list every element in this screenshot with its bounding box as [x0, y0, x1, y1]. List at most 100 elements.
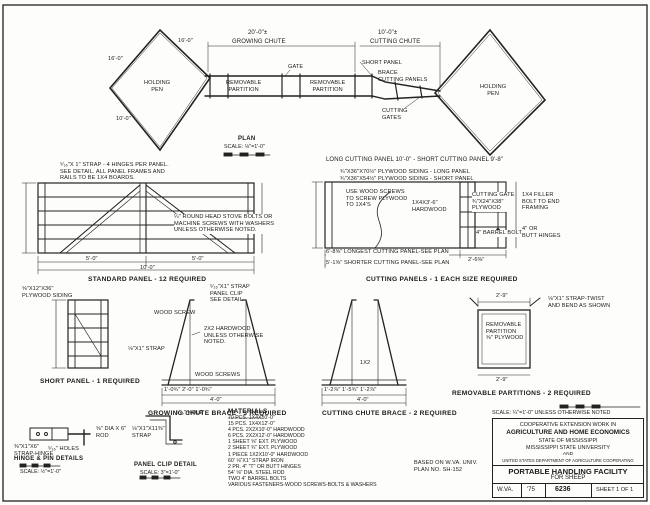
plan-label-removable-1: REMOVABLE PARTITION [226, 80, 262, 93]
scale-note: SCALE: ¼"=1'-0" UNLESS OTHERWISE NOTED [492, 410, 611, 416]
hinge-detail-view [19, 427, 91, 468]
cutting-brace-view [321, 299, 407, 407]
materials-items: 70 PCS. 1X4X10'-0"15 PCS. 1X4X12'-0"4 PC… [228, 415, 404, 488]
clip-note-hole: ⁵⁄₁₆" HOLE [176, 410, 204, 416]
removable-partition-view [469, 297, 541, 376]
materials-item: 60' ⅛"X1" STRAP IRON [228, 457, 284, 464]
short-note: ⅝"X12"X36" PLYWOOD SIDING [22, 286, 73, 299]
hinge-scale: SCALE: ½"=1'-0" [20, 469, 61, 475]
clip-note-strap: ⅛"X1"X11⅜" STRAP [132, 426, 165, 439]
standard-panel-view [21, 182, 263, 275]
rem-label: REMOVABLE PARTITION ⅝" PLYWOOD [486, 322, 524, 341]
clip-detail-view [139, 415, 183, 480]
cut-note-screws: USE WOOD SCREWS TO SCREW PLYWOOD TO 1X4'… [346, 189, 408, 208]
materials-item: TWO 4" BARREL BOLTS [228, 475, 287, 482]
cut-note-filler: 1X4 FILLER BOLT TO END FRAMING [522, 192, 560, 211]
clip-caption: PANEL CLIP DETAIL [134, 462, 197, 468]
materials-title: MATERIALS [228, 408, 268, 415]
materials-item: 2 PR. 4" "T" OR BUTT HINGES [228, 463, 301, 470]
cut-note-hardwood: 1X4X3'-6" HARDWOOD [412, 200, 447, 213]
grow-dim-total: 4'-0" [210, 397, 222, 403]
right-holding-pen [433, 28, 547, 157]
grow-caption: GROWING CHUTE BRACE - 3 REQUIRED [148, 410, 287, 417]
tb-line2: AGRICULTURE AND HOME ECONOMICS [506, 429, 630, 436]
plan-holding-pen-left: HOLDING PEN [144, 80, 171, 93]
cut-dim-long: 6'-8⅝" LONGEST CUTTING PANEL-SEE PLAN [326, 249, 449, 256]
rem-caption: REMOVABLE PARTITIONS - 2 REQUIRED [452, 390, 591, 397]
plan-label-cutting-gates: CUTTING GATES [382, 108, 408, 121]
grow-dims: 1'-0¾" 2'-0" 1'-0¾" [164, 387, 212, 393]
plan-title-growing: GROWING CHUTE [232, 39, 286, 45]
clip-scale: SCALE: 3"=1'-0" [140, 470, 180, 476]
tb-line5: AND [562, 452, 574, 457]
hinge-note-holes: ⁵⁄₁₆" HOLES [48, 446, 79, 452]
rem-dim-bottom: 2'-9" [496, 377, 508, 383]
tb-bottom-row: W.VA. '75 6236 SHEET 1 OF 1 [493, 483, 643, 498]
growing-brace-view [161, 299, 276, 407]
short-caption: SHORT PANEL - 1 REQUIRED [40, 378, 141, 385]
std-dim-total: 10'-0" [140, 265, 155, 271]
tb-line6: UNITED STATES DEPARTMENT OF AGRICULTURE … [502, 458, 634, 463]
materials-item: 54' ⅝" DIA. STEEL ROD [228, 469, 285, 476]
materials-item: 1 SHEET ⅝" EXT. PLYWOOD [228, 439, 298, 446]
cut-note-barrel: 4" BARREL BOLT [476, 230, 522, 237]
tb-line3: STATE OF MISSISSIPPI [538, 438, 598, 444]
tb-line4: MISSISSIPPI STATE UNIVERSITY [526, 445, 610, 451]
plan-dim-pen-lower: 10'-0" [116, 116, 131, 122]
cut-caption: CUTTING PANELS - 1 EACH SIZE REQUIRED [366, 276, 518, 283]
tb-sheet: SHEET 1 OF 1 [596, 487, 634, 493]
materials-item: 4 PCS. 2X2X10'-0" HARDWOOD [228, 427, 305, 434]
std-caption: STANDARD PANEL - 12 REQUIRED [88, 276, 207, 283]
materials-item: 70 PCS. 1X4X10'-0" [228, 415, 275, 421]
plan-label-short-panel: SHORT PANEL [362, 60, 402, 66]
plan-view [108, 28, 547, 157]
short-panel-view [51, 299, 109, 369]
sheet-border [2, 4, 648, 502]
std-dim-left: 5'-0" [86, 256, 98, 262]
std-note-bolts: ¼" ROUND HEAD STOVE BOLTS OR MACHINE SCR… [174, 214, 275, 234]
cut-note-plywood: ¾"X36"X70½" PLYWOOD SIDING - LONG PANEL … [340, 169, 474, 182]
cbrace-dim-total: 4'-0" [357, 397, 369, 403]
std-dim-right: 5'-0" [192, 256, 204, 262]
cbrace-dims: 1'-2⅞" 1'-5¾" 1'-2⅞" [324, 387, 377, 393]
cbrace-1x2: 1X2 [360, 360, 371, 366]
plan-label-gate: GATE [288, 64, 304, 70]
grow-note-strap2: ⅛"X1" STRAP [128, 346, 165, 352]
plan-scale: SCALE: ⅛"=1'-0" [224, 144, 265, 150]
plan-label-removable-2: REMOVABLE PARTITION [310, 80, 346, 93]
grow-note-screws: WOOD SCREWS [195, 372, 241, 379]
cut-dim-short: 5'-1⅝" SHORTER CUTTING PANEL-SEE PLAN [326, 260, 450, 267]
tb-state: W.VA. [497, 487, 514, 493]
plan-dim-growing: 20'-0"± [248, 30, 268, 36]
plan-dim-pen-upper: 16'-0" [178, 38, 193, 44]
grow-note-strap: ⁵⁄₁₆"X1" STRAP PANEL CLIP SEE DETAIL [210, 284, 250, 303]
materials-list: MATERIALS 70 PCS. 1X4X10'-0"15 PCS. 1X4X… [228, 408, 404, 488]
plan-title-cutting: CUTTING CHUTE [370, 39, 421, 45]
materials-item: 1 PIECE 1X2X10'-0" HARDWOOD [228, 451, 309, 458]
tb-title: PORTABLE HANDLING FACILITY [493, 465, 643, 476]
plan-caption: PLAN [238, 136, 256, 142]
based-on-note: BASED ON W.VA. UNIV. PLAN NO. SH-152 [414, 460, 478, 473]
std-note-strap: ⁵⁄₁₆"X 1" STRAP - 4 HINGES PER PANEL. SE… [60, 162, 169, 181]
plan-holding-pen-right: HOLDING PEN [480, 84, 507, 97]
tb-number: 6236 [555, 486, 571, 493]
title-block: COOPERATIVE EXTENSION WORK IN AGRICULTUR… [492, 418, 644, 498]
cut-note-hinges: 4" OR BUTT HINGES [522, 226, 561, 239]
hinge-caption: HINGE & PIN DETAILS [14, 456, 84, 462]
plan-dim-cutting: 10'-0"± [378, 30, 398, 36]
materials-item: 15 PCS. 1X4X12'-0" [228, 421, 275, 428]
tb-line1: COOPERATIVE EXTENSION WORK IN [519, 422, 617, 428]
cut-note-gate: CUTTING GATE ¾"X24"X38" PLYWOOD [472, 192, 515, 212]
tb-year: '75 [527, 487, 535, 493]
cut-dim-gate: 2'-6⅜" [468, 257, 485, 263]
rem-note-strap: ⅛"X1" STRAP-TWIST AND BEND AS SHOWN [548, 296, 611, 309]
plan-dim-pen-left: 16'-0" [108, 56, 123, 62]
materials-item: 6 PCS. 2X2X12'-0" HARDWOOD [228, 433, 305, 440]
cut-header: LONG CUTTING PANEL 10'-0" - SHORT CUTTIN… [326, 157, 503, 163]
hinge-note-dia: ⅝" DIA X 6" ROD [96, 426, 127, 439]
grow-note-hardwood: 2X2 HARDWOOD UNLESS OTHERWISE NOTED. [204, 326, 264, 345]
hinge-note-strap: ⅜"X1"X6" STRAP-HINGE [14, 444, 54, 457]
rem-dim-top: 2'-9" [496, 293, 508, 299]
